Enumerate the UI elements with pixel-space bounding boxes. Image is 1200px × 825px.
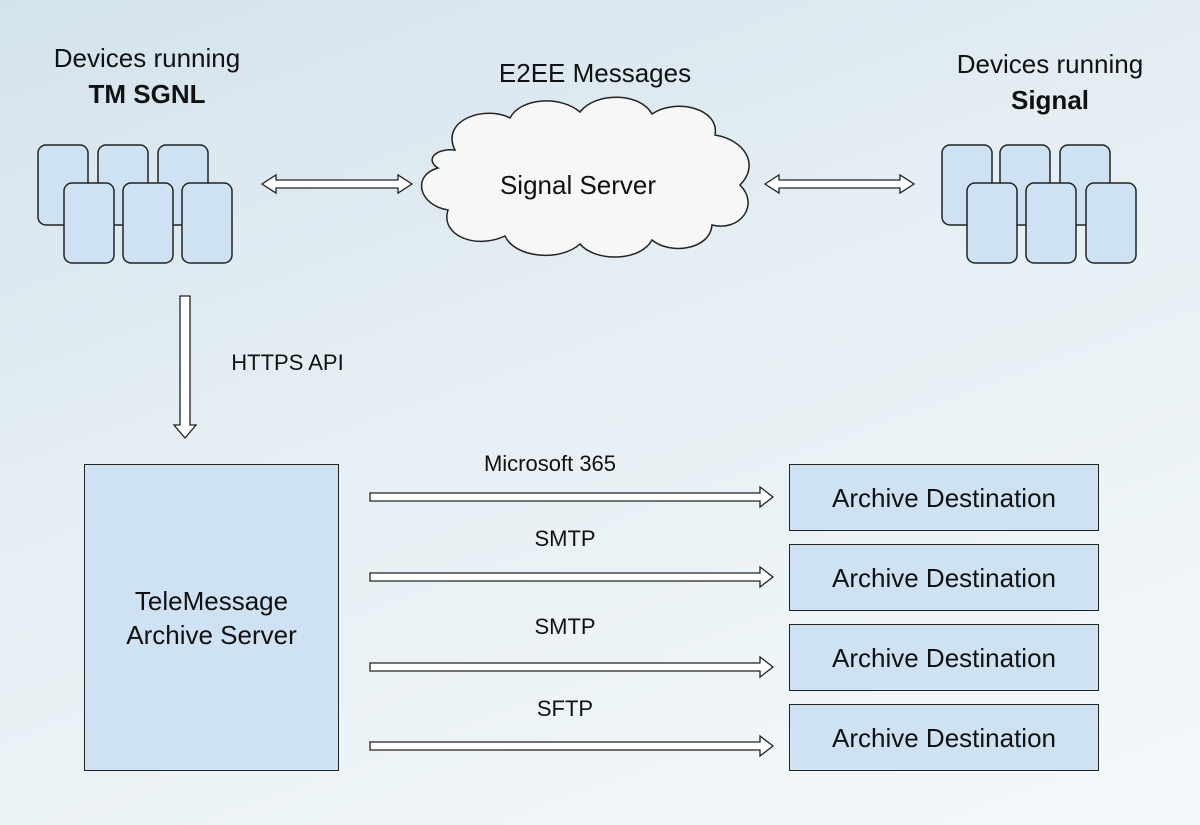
arrow-to-destination-3 <box>369 655 775 679</box>
right-devices-title: Devices running Signal <box>925 46 1175 118</box>
left-phones-icon <box>37 144 233 264</box>
e2ee-title: E2EE Messages <box>498 58 692 88</box>
protocol-label-1: Microsoft 365 <box>483 451 617 476</box>
right-double-arrow <box>763 173 916 195</box>
archive-destination-box-3: Archive Destination <box>789 624 1099 691</box>
arrow-to-destination-4 <box>369 734 775 758</box>
archive-destination-box-4: Archive Destination <box>789 704 1099 771</box>
left-devices-line1: Devices running <box>53 43 241 73</box>
protocol-label-2: SMTP <box>534 526 596 551</box>
right-devices-line2: Signal <box>1010 85 1089 115</box>
protocol-label-3: SMTP <box>534 614 596 639</box>
signal-server-label: Signal Server <box>500 170 656 200</box>
archive-server-line2: Archive Server <box>126 619 297 650</box>
arrow-to-destination-2 <box>369 565 775 589</box>
left-devices-title: Devices running TM SGNL <box>22 40 272 112</box>
right-devices-line1: Devices running <box>956 49 1144 79</box>
protocol-label-4: SFTP <box>536 696 594 721</box>
archive-destination-box-2: Archive Destination <box>789 544 1099 611</box>
archive-server-line1: TeleMessage <box>134 585 289 616</box>
left-devices-line2: TM SGNL <box>88 79 206 109</box>
destination-arrows <box>369 485 775 758</box>
left-double-arrow <box>260 173 414 195</box>
signal-server-cloud-icon <box>420 96 750 258</box>
https-api-label: HTTPS API <box>231 350 344 375</box>
right-phones-icon <box>941 144 1137 264</box>
arrow-to-destination-1 <box>369 485 775 509</box>
https-down-arrow <box>172 295 198 440</box>
archive-server-box: TeleMessage Archive Server <box>84 464 339 771</box>
archive-destination-box-1: Archive Destination <box>789 464 1099 531</box>
